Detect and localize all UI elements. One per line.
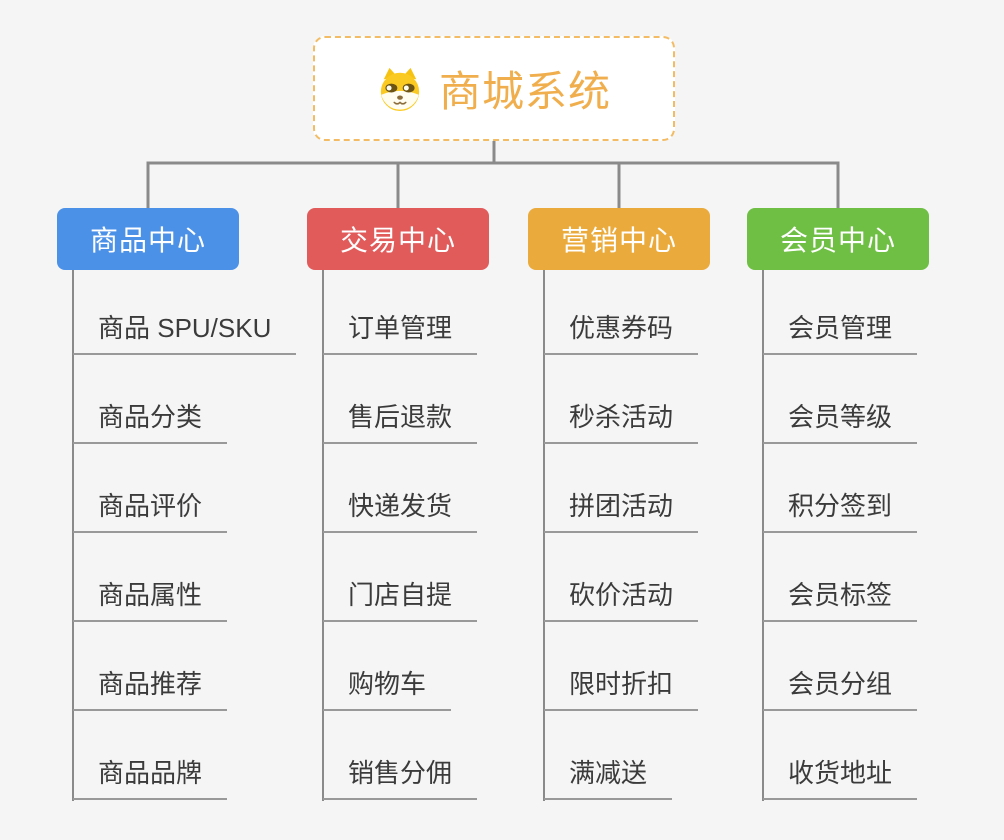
leaf-node[interactable]: 会员标签 [763, 576, 918, 622]
leaf-node[interactable]: 快递发货 [323, 487, 478, 533]
leaf-node[interactable]: 拼团活动 [544, 487, 699, 533]
leaf-node[interactable]: 购物车 [323, 665, 452, 711]
leaf-node[interactable]: 商品评价 [73, 487, 228, 533]
root-title: 商城系统 [438, 68, 611, 115]
leaf-node[interactable]: 秒杀活动 [544, 398, 699, 444]
leaf-node[interactable]: 会员等级 [763, 398, 918, 444]
leaf-node[interactable]: 门店自提 [323, 576, 478, 622]
leaf-node[interactable]: 商品 SPU/SKU [73, 309, 297, 355]
branch-label: 交易中心 [339, 225, 456, 256]
branch-label: 会员中心 [779, 225, 896, 256]
leaf-node[interactable]: 商品品牌 [73, 754, 228, 800]
leaf-node[interactable]: 满减送 [544, 754, 673, 800]
leaf-node[interactable]: 订单管理 [323, 309, 478, 355]
leaf-node[interactable]: 会员管理 [763, 309, 918, 355]
branch-node-trade-center[interactable]: 交易中心 [307, 208, 489, 270]
branch-label: 营销中心 [560, 225, 677, 256]
branch-node-marketing-center[interactable]: 营销中心 [528, 208, 710, 270]
leaf-node[interactable]: 优惠券码 [544, 309, 699, 355]
leaf-node[interactable]: 商品分类 [73, 398, 228, 444]
leaf-node[interactable]: 积分签到 [763, 487, 918, 533]
leaf-node[interactable]: 收货地址 [763, 754, 918, 800]
leaf-node[interactable]: 商品推荐 [73, 665, 228, 711]
branch-node-member-center[interactable]: 会员中心 [747, 208, 929, 270]
leaf-node[interactable]: 会员分组 [763, 665, 918, 711]
root-node[interactable]: 商城系统 [313, 36, 675, 141]
doge-icon [377, 66, 423, 112]
leaf-node[interactable]: 商品属性 [73, 576, 228, 622]
leaf-node[interactable]: 砍价活动 [544, 576, 699, 622]
leaf-node[interactable]: 销售分佣 [323, 754, 478, 800]
branch-label: 商品中心 [89, 225, 206, 256]
leaf-node[interactable]: 售后退款 [323, 398, 478, 444]
leaf-node[interactable]: 限时折扣 [544, 665, 699, 711]
branch-node-product-center[interactable]: 商品中心 [57, 208, 239, 270]
